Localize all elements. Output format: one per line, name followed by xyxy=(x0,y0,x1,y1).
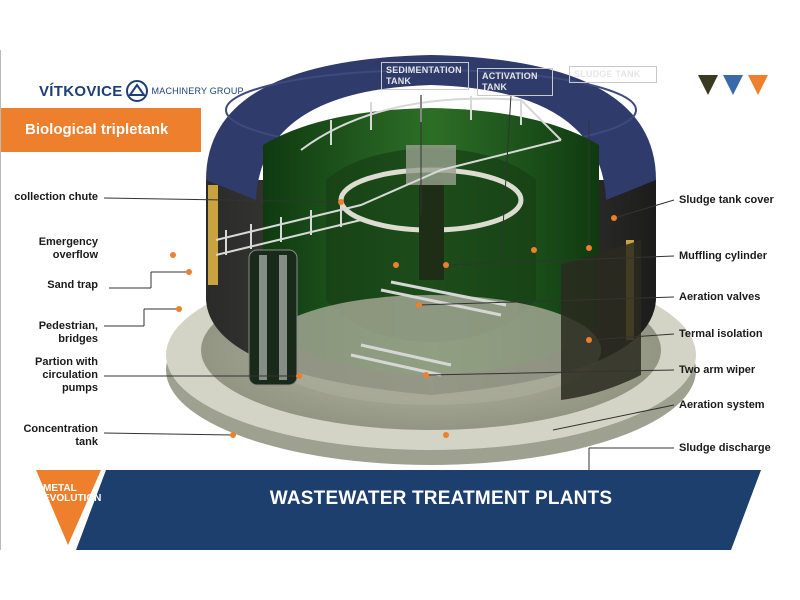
brand-sub: MACHINERY GROUP xyxy=(151,86,244,96)
aeration-system xyxy=(350,280,507,377)
orange-markers xyxy=(170,199,617,438)
partition-pumps xyxy=(248,249,298,386)
page-title: Biological tripletank xyxy=(1,108,201,152)
tank-diagram xyxy=(36,55,768,550)
label-aeration-valves: Aeration valves xyxy=(679,291,761,303)
banner-title: WASTEWATER TREATMENT PLANTS xyxy=(269,488,613,509)
metal-evolution-logo xyxy=(36,470,101,545)
label-sludge-discharge: Sludge discharge xyxy=(679,442,771,454)
leader-lines-left xyxy=(103,197,342,436)
label-aeration-system: Aeration system xyxy=(679,399,765,411)
slide: VÍTKOVICE MACHINERY GROUP Biological tri… xyxy=(0,50,800,550)
brand-name: VÍTKOVICE xyxy=(39,82,123,100)
label-sludge-tank-cover: Sludge tank cover xyxy=(679,194,774,206)
label-muffling-cylinder: Muffling cylinder xyxy=(679,250,767,262)
label-partion-pumps: Partion with circulation pumps xyxy=(35,356,98,394)
header-label-sedimentation: SEDIMENTATION TANK xyxy=(381,62,469,90)
logo-line-1: METAL xyxy=(43,483,77,494)
label-collection-chute: collection chute xyxy=(14,191,98,203)
thermal-isolation xyxy=(561,240,641,400)
triangle-icons xyxy=(698,75,768,95)
pedestrian-bridge xyxy=(215,95,562,256)
brand-mark-icon xyxy=(125,80,148,102)
label-emergency-overflow: Emergency overflow xyxy=(38,236,98,261)
label-pedestrian-bridges: Pedestrian, bridges xyxy=(38,320,98,345)
label-two-arm-wiper: Two arm wiper xyxy=(679,364,756,376)
bottom-banner xyxy=(76,470,761,550)
metal-evolution-text: METAL EVOLUTION xyxy=(43,483,102,504)
label-sand-trap: Sand trap xyxy=(47,279,98,291)
header-label-sludge: SLUDGE TANK xyxy=(569,66,657,83)
inner-floor xyxy=(261,145,601,405)
header-label-activation: ACTIVATION TANK xyxy=(477,68,553,96)
leader-lines-right xyxy=(418,94,675,470)
brand-logo: VÍTKOVICE MACHINERY GROUP xyxy=(39,80,244,102)
logo-line-2: EVOLUTION xyxy=(43,493,102,504)
label-termal-isolation: Termal isolation xyxy=(679,328,763,340)
label-concentration-tank: Concentration tank xyxy=(23,423,98,448)
